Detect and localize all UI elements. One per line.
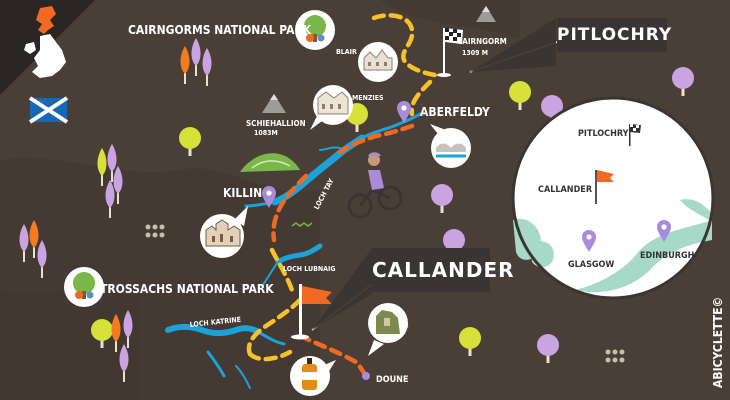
route-orange <box>271 123 415 379</box>
blair-castle-icon <box>358 42 398 82</box>
label-doune: DOUNE <box>376 375 409 385</box>
doune-castle-icon <box>368 303 408 356</box>
label-cairngorm-peak: CAIRNGORM <box>457 37 507 46</box>
label-aberfeldy: ABERFELDY <box>420 105 490 119</box>
label-blair: BLAIR <box>336 48 357 56</box>
callander-callout-label: CALLANDER <box>372 258 515 282</box>
uk-outline-icon <box>24 6 66 78</box>
finish-flag-icon <box>437 28 463 77</box>
cairngorm-mountain-icon <box>476 6 496 22</box>
whisky-bottle-icon <box>290 356 336 396</box>
cairngorms-badge-icon <box>295 10 335 50</box>
inset-scotland-map <box>511 96 715 300</box>
pitlochry-callout: PITLOCHRY <box>557 18 671 52</box>
scotland-flag-icon <box>28 96 69 124</box>
label-schiehallion-height: 1083M <box>254 129 278 137</box>
label-menzies: MENZIES <box>352 94 384 102</box>
label-killin: KILLIN <box>223 186 262 200</box>
wetland-mark <box>291 222 313 227</box>
pebbles <box>145 224 625 363</box>
aberfeldy-bridge-icon <box>430 124 471 168</box>
pitlochry-callout-label: PITLOCHRY <box>557 25 673 45</box>
callander-flag-icon <box>291 284 332 340</box>
menzies-castle-icon <box>310 85 353 130</box>
label-cairngorm-height: 1309 M <box>462 49 488 57</box>
inset-label-pitlochry: PITLOCHRY <box>578 129 629 139</box>
trossachs-badge-icon <box>64 267 104 307</box>
hill-field <box>240 153 300 172</box>
label-trossachs: TROSSACHS NATIONAL PARK <box>100 282 274 296</box>
inset-label-callander: CALLANDER <box>538 185 593 195</box>
doune-dot-icon <box>362 372 370 380</box>
cyclist-icon <box>347 152 403 219</box>
callander-callout: CALLANDER <box>372 248 514 292</box>
inset-label-glasgow: GLASGOW <box>568 260 614 270</box>
label-cairngorms: CAIRNGORMS NATIONAL PARK <box>128 23 312 37</box>
loch-lubnaig <box>261 243 323 287</box>
killin-building-icon <box>200 206 248 258</box>
inset-label-edinburgh: EDINBURGH <box>640 251 695 261</box>
schiehallion-mountain-icon <box>262 94 286 113</box>
label-loch-lubnaig: LOCH LUBNAIG <box>283 265 336 273</box>
credit-text: ABICYCLETTE© <box>711 297 725 388</box>
label-schiehallion: SCHIEHALLION <box>246 119 306 128</box>
